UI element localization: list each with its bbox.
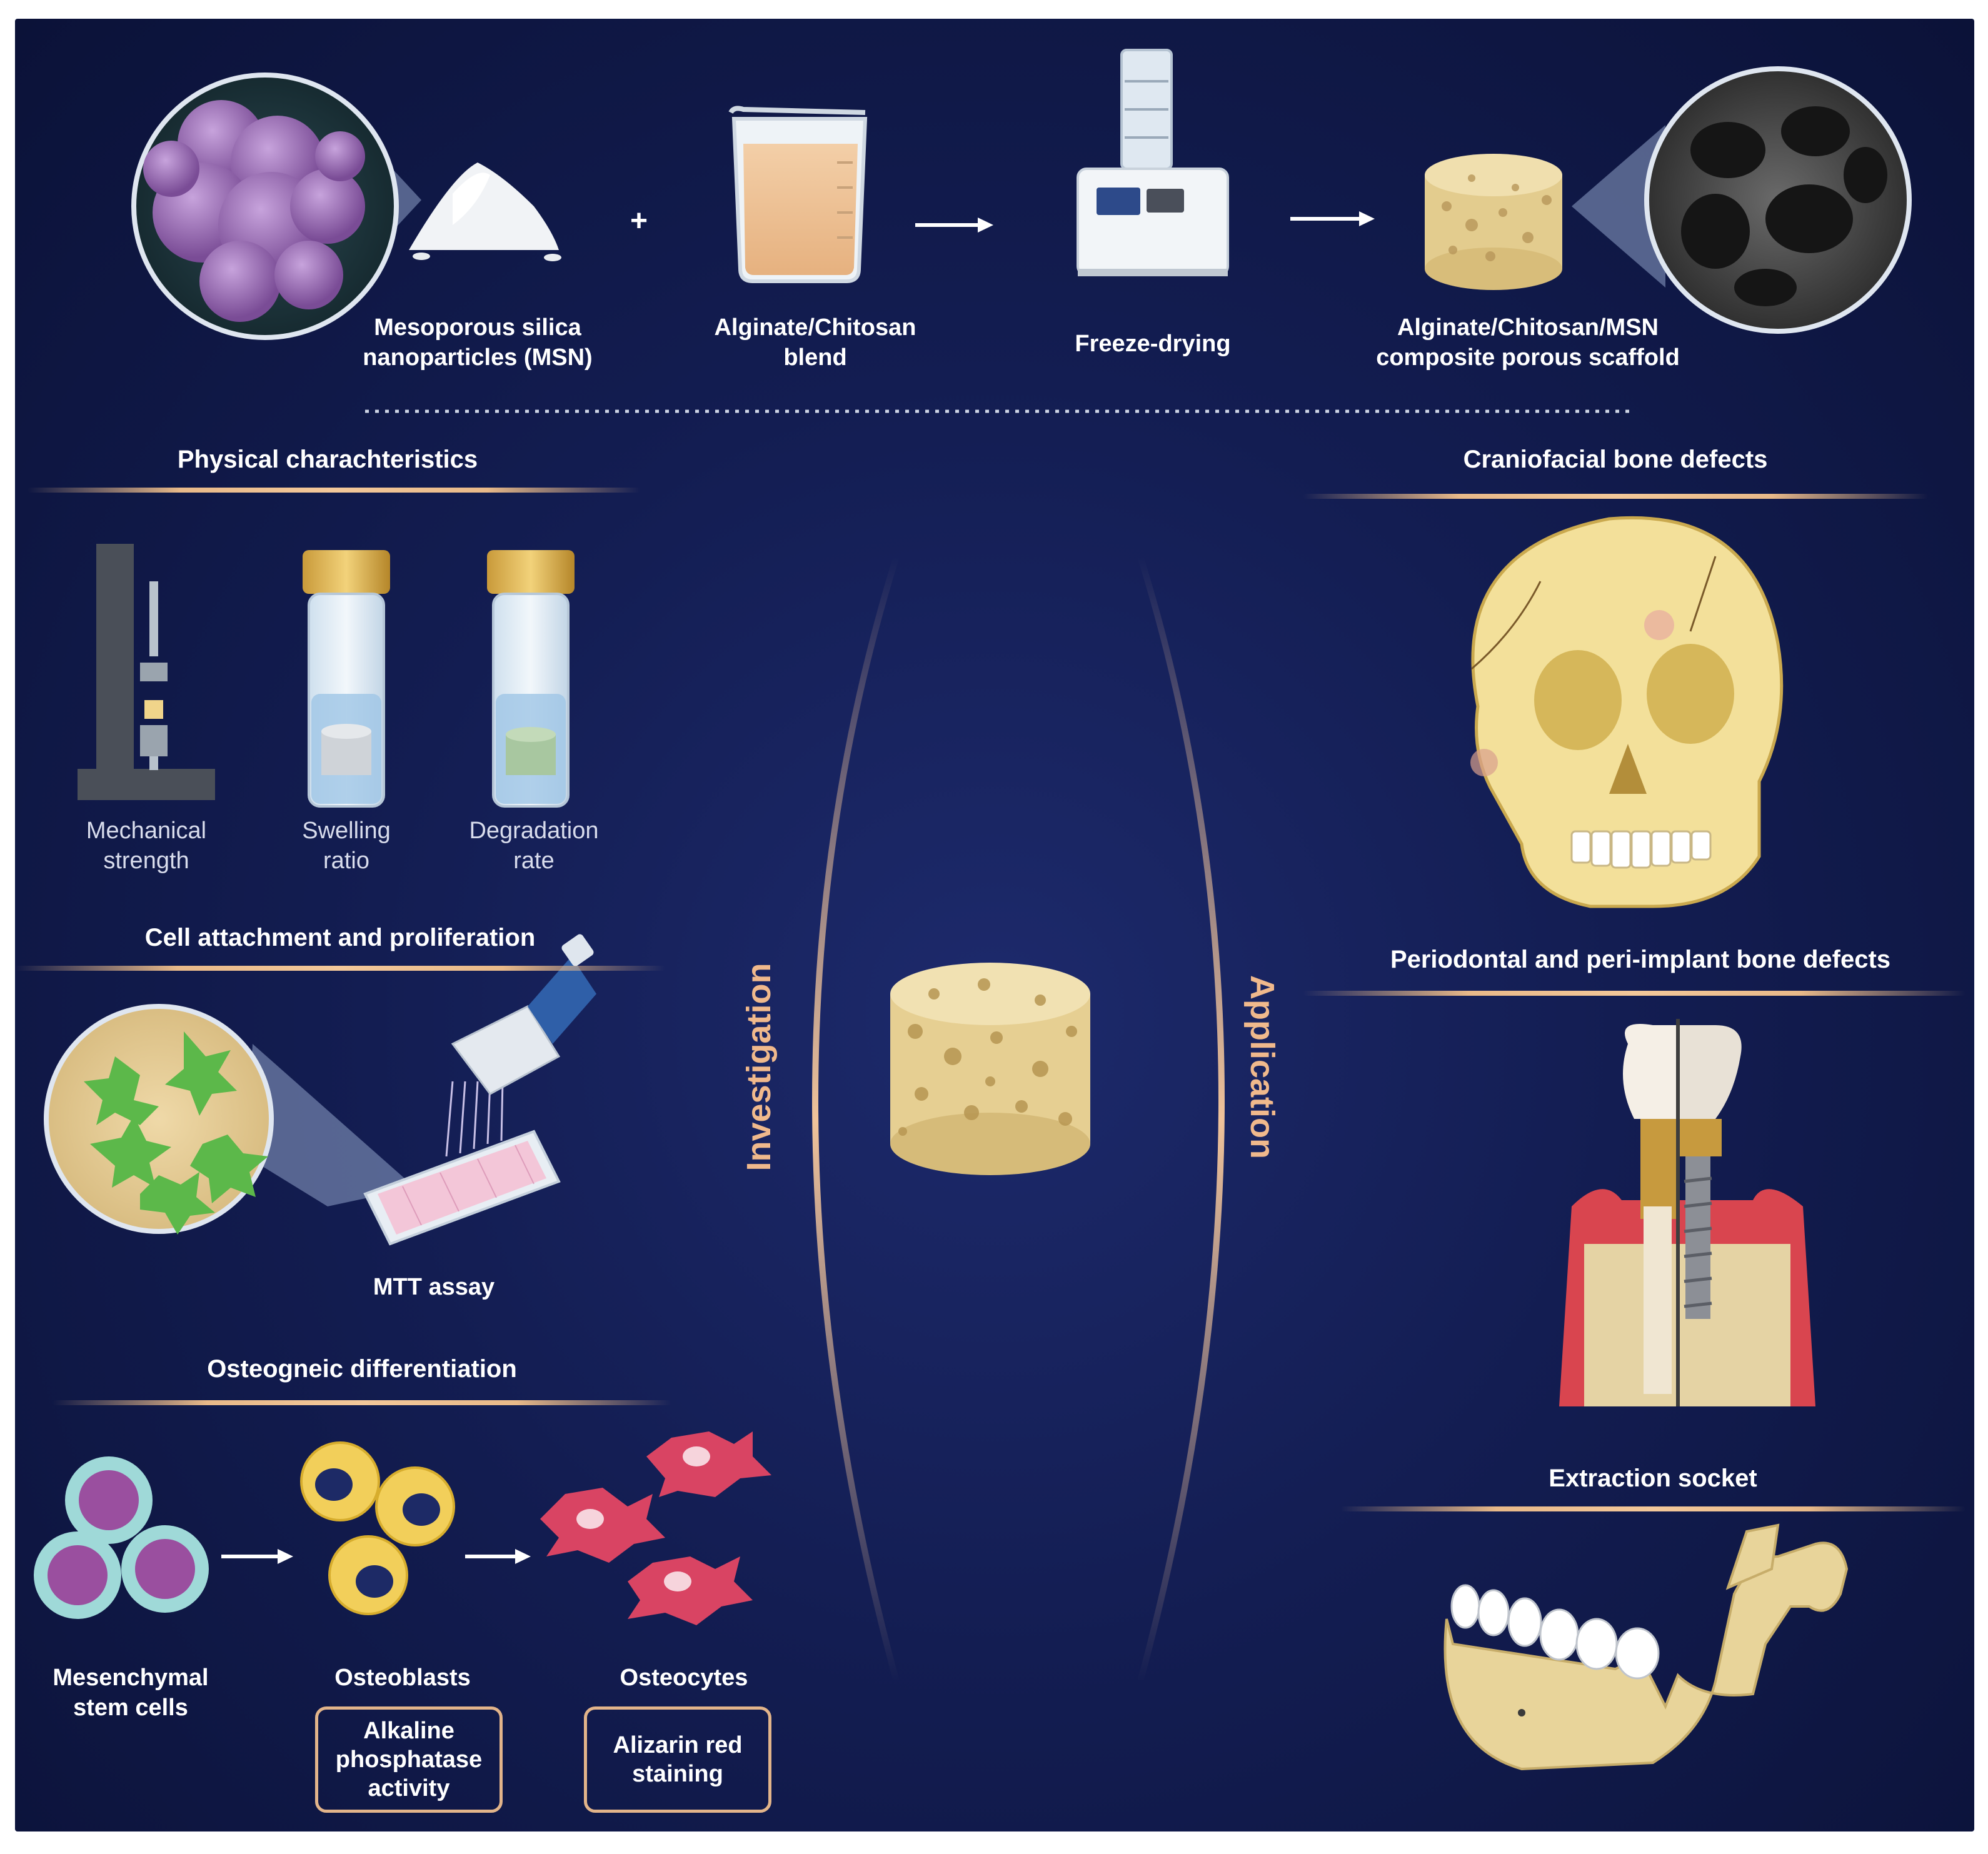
extraction-divider	[1340, 1506, 1965, 1511]
freeze-dryer-illustration	[1077, 49, 1229, 276]
alp-line2: phosphatase	[335, 1746, 483, 1773]
mechanical-line2: strength	[103, 848, 189, 874]
msc-cells-illustration	[34, 1456, 209, 1619]
scaffold-label-line2: composite porous scaffold	[1376, 344, 1680, 371]
osteocytes-label: Osteocytes	[620, 1665, 748, 1691]
ars-line2: staining	[632, 1761, 723, 1787]
arrow-1	[915, 218, 993, 233]
craniofacial-divider	[1303, 494, 1928, 499]
blend-label: Alginate/Chitosan blend	[678, 313, 953, 373]
osteo-title: Osteogneic differentiation	[207, 1355, 517, 1383]
swelling-line1: Swelling	[302, 818, 391, 844]
cell-divider	[15, 966, 665, 971]
blend-label-line2: blend	[783, 344, 847, 371]
msn-label-line2: nanoparticles (MSN)	[363, 344, 593, 371]
small-scaffold-illustration	[1425, 154, 1562, 290]
degradation-line1: Degradation	[469, 818, 599, 844]
ars-line1: Alizarin red	[613, 1732, 743, 1758]
scaffold-label: Alginate/Chitosan/MSN composite porous s…	[1347, 313, 1709, 373]
msc-label: Mesenchymal stem cells	[28, 1663, 234, 1723]
physical-title: Physical charachteristics	[177, 446, 478, 473]
msn-sem-image	[131, 73, 421, 340]
right-arc	[1137, 555, 1225, 1683]
osteo-divider	[53, 1400, 671, 1405]
msn-label-line1: Mesoporous silica	[374, 314, 581, 341]
arrow-msc-to-osteoblast	[221, 1549, 293, 1564]
mandible-illustration	[1443, 1523, 1849, 1771]
msc-line1: Mesenchymal	[53, 1665, 209, 1691]
periodontal-title: Periodontal and peri-implant bone defect…	[1390, 946, 1891, 973]
illustration-layer	[34, 49, 1912, 1771]
multichannel-pipette-illustration	[363, 934, 596, 1246]
mtt-assay-label: MTT assay	[373, 1274, 495, 1300]
osteocytes-illustration	[540, 1431, 771, 1625]
mechanical-line1: Mechanical	[86, 818, 207, 844]
physical-divider	[28, 488, 640, 493]
skull-illustration	[1470, 516, 1784, 908]
center-scaffold-illustration	[890, 963, 1090, 1175]
degradation-line2: rate	[513, 848, 555, 874]
msc-line2: stem cells	[73, 1695, 188, 1721]
cell-title: Cell attachment and proliferation	[144, 924, 536, 951]
swelling-ratio-label: Swelling ratio	[259, 816, 434, 876]
figure-panel: Mesoporous silica nanoparticles (MSN) + …	[15, 19, 1974, 1831]
periodontal-divider	[1303, 991, 1965, 996]
swelling-vial-illustration	[303, 550, 390, 808]
left-arc	[812, 555, 900, 1683]
mechanical-strength-label: Mechanical strength	[53, 816, 240, 876]
osteoblasts-illustration	[300, 1441, 455, 1615]
blend-label-line1: Alginate/Chitosan	[714, 314, 916, 341]
scaffold-sem-image	[1572, 66, 1912, 334]
freeze-drying-label: Freeze-drying	[1075, 331, 1231, 357]
cell-culture-magnified-image	[44, 1004, 415, 1235]
plus-sign: +	[630, 204, 648, 238]
arrow-2	[1290, 211, 1375, 226]
osteoblasts-label: Osteoblasts	[334, 1665, 471, 1691]
msn-powder-pile	[409, 163, 561, 261]
beaker-illustration	[728, 106, 868, 283]
alp-line3: activity	[368, 1775, 450, 1801]
alp-line1: Alkaline	[363, 1718, 454, 1744]
craniofacial-title: Craniofacial bone defects	[1463, 446, 1768, 473]
mechanical-tester-illustration	[78, 544, 215, 800]
msn-label: Mesoporous silica nanoparticles (MSN)	[340, 313, 615, 373]
scaffold-label-line1: Alginate/Chitosan/MSN	[1397, 314, 1659, 341]
extraction-title: Extraction socket	[1549, 1465, 1757, 1492]
degradation-rate-label: Degradation rate	[440, 816, 628, 876]
swelling-line2: ratio	[323, 848, 369, 874]
degradation-vial-illustration	[487, 550, 575, 808]
arrow-osteoblast-to-osteocyte	[465, 1549, 531, 1564]
tooth-implant-illustration	[1559, 1019, 1815, 1406]
investigation-side-label: Investigation	[740, 963, 778, 1171]
alp-activity-box: Alkaline phosphatase activity	[315, 1706, 503, 1813]
alizarin-red-box: Alizarin red staining	[584, 1706, 771, 1813]
application-side-label: Application	[1243, 975, 1281, 1159]
